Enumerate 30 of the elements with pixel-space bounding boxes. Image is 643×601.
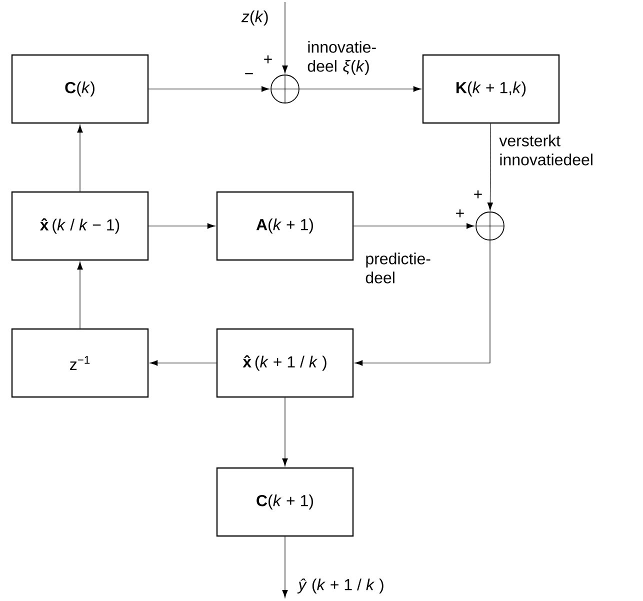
block-box: x̂(k / k − 1): [11, 191, 149, 261]
edge-label: versterkt innovatiedeel: [499, 134, 592, 166]
block-box: C(k + 1): [216, 467, 354, 537]
arrow: [299, 86, 422, 92]
sign-label: +: [264, 55, 272, 64]
sign-label: −: [245, 73, 253, 74]
arrow: [354, 240, 490, 366]
arrow: [77, 262, 83, 329]
summing-junction: [270, 74, 300, 104]
arrow: [148, 223, 216, 229]
block-box: z$^{−1}$: [11, 328, 149, 398]
arrow: [148, 86, 270, 92]
arrow: [150, 360, 217, 366]
block-box: x̂(k + 1 / k ): [216, 328, 354, 398]
arrow: [282, 397, 288, 466]
summing-junction: [475, 211, 505, 241]
edge-label: predictie- deel: [366, 252, 430, 284]
arrow: [353, 223, 474, 229]
arrow: [282, 536, 288, 598]
block-box: A(k + 1): [216, 191, 354, 261]
sign-label: +: [474, 190, 482, 198]
arrow: [487, 123, 493, 210]
block-box: K(k + 1,k): [422, 54, 560, 124]
edge-label: innovatie- deel ξ(k): [308, 41, 376, 75]
edge-label: z(k): [241, 10, 268, 26]
block-box: C(k): [11, 54, 149, 124]
sign-label: +: [456, 209, 464, 218]
arrow: [282, 2, 288, 74]
arrow: [77, 124, 83, 192]
edge-label: ŷ (k + 1 / k ): [297, 578, 384, 594]
